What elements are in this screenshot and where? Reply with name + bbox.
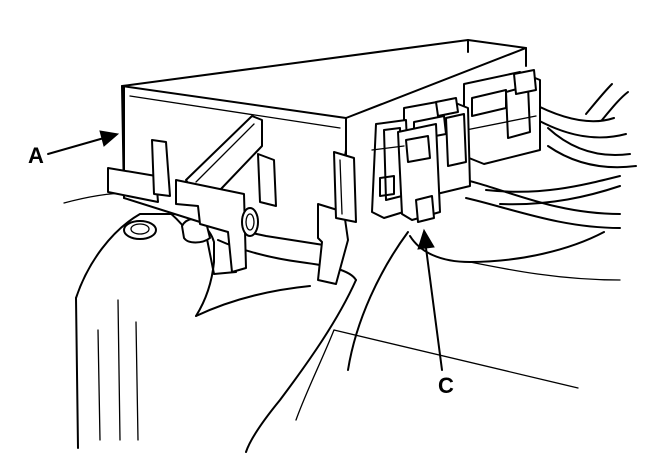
callout-c: C (417, 228, 454, 398)
callout-a-arrowhead (99, 130, 120, 147)
harness-connectors (371, 69, 541, 223)
body-panel-outlines (63, 192, 621, 453)
callout-c-label: C (438, 373, 454, 398)
callout-c-arrowhead (417, 228, 435, 250)
callout-a-label: A (28, 143, 44, 168)
callout-a: A (28, 130, 120, 168)
control-unit-housing (107, 39, 527, 285)
wiring-harness (455, 83, 637, 229)
